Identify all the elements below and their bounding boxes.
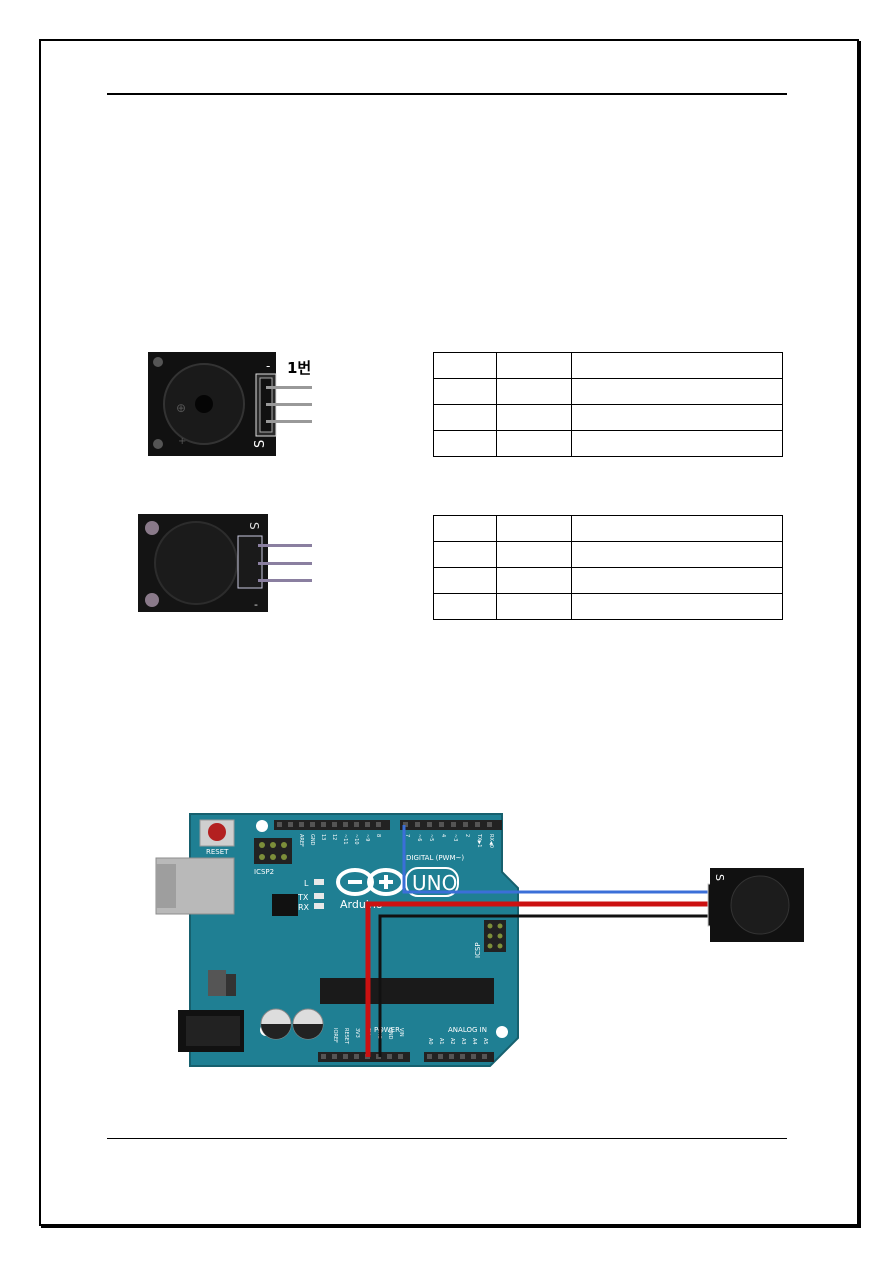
module1-minus-mark: - (266, 359, 270, 373)
header-rule (107, 93, 787, 95)
module1-s-mark: S (253, 440, 268, 448)
pin-label: A0 (427, 1038, 433, 1045)
pin-label: ~9 (364, 834, 370, 841)
table-row (433, 593, 783, 620)
reset-label: RESET (206, 848, 229, 856)
svg-text:S: S (713, 874, 726, 881)
pin-label: A4 (471, 1038, 477, 1045)
table-row (433, 567, 783, 594)
buzzer-module-1-image: ⊕ - S + (148, 352, 312, 456)
pin-label: 4 (440, 834, 446, 837)
pin-table-1 (433, 352, 783, 457)
pin-label: A2 (449, 1038, 455, 1045)
icsp2-header (254, 838, 292, 864)
power-label: POWER (374, 1026, 400, 1034)
signal-wire (402, 825, 714, 894)
module2-s-mark: S (247, 522, 261, 530)
module2-minus-mark: - (254, 598, 258, 611)
table-row (433, 378, 783, 405)
pin-label: RESET (343, 1028, 349, 1045)
buzzer-module-2-image: S - (138, 514, 312, 612)
digital-label: DIGITAL (PWM~) (406, 854, 464, 862)
pin-label: ~6 (416, 834, 422, 841)
pin-label: 8 (375, 834, 381, 837)
table-row (433, 352, 783, 379)
pin-label: A5 (482, 1038, 488, 1045)
icsp2-label: ICSP2 (254, 868, 274, 876)
pin-label: 2 (464, 834, 470, 837)
pin-label: 13 (320, 834, 326, 840)
pin-label: VIN (398, 1028, 404, 1037)
pin-label: 12 (331, 834, 337, 840)
pin-label: ~11 (342, 834, 348, 845)
pin-label: A1 (438, 1038, 444, 1045)
pin-label: ~10 (353, 834, 359, 845)
pin-label: GND (309, 834, 315, 846)
table-row (433, 515, 783, 542)
footer-rule (107, 1138, 787, 1139)
l-led-label: L (304, 879, 309, 888)
vcc-wire (365, 901, 714, 1057)
pin-table-2 (433, 515, 783, 620)
table-row (433, 404, 783, 431)
rx-led-label: RX (298, 903, 310, 912)
pin-label: TX▶1 (476, 833, 482, 848)
pin-label: IOREF (332, 1028, 338, 1043)
icsp-label: ICSP (474, 942, 482, 958)
pin-label: AREF (298, 834, 304, 847)
module1-plus-mark: + (178, 436, 186, 447)
pin-label: A3 (460, 1038, 466, 1045)
table-row (433, 430, 783, 457)
svg-text:⊕: ⊕ (176, 401, 186, 415)
pin-label: ~3 (452, 834, 458, 841)
tx-led-label: TX (297, 893, 309, 902)
diagram-buzzer-module-icon: S (707, 868, 804, 942)
arduino-brand-label: Arduino (340, 898, 383, 911)
pin-label: 7 (404, 834, 410, 837)
analog-label: ANALOG IN (448, 1026, 487, 1034)
pin-1-label: 1번 (287, 359, 312, 377)
pin-label: ~5 (428, 834, 434, 841)
pin-label: RX◀0 (488, 834, 494, 848)
pin-label: GND (387, 1028, 393, 1040)
gnd-wire (378, 914, 714, 1057)
pin-label: 3V3 (354, 1028, 360, 1038)
table-row (433, 541, 783, 568)
